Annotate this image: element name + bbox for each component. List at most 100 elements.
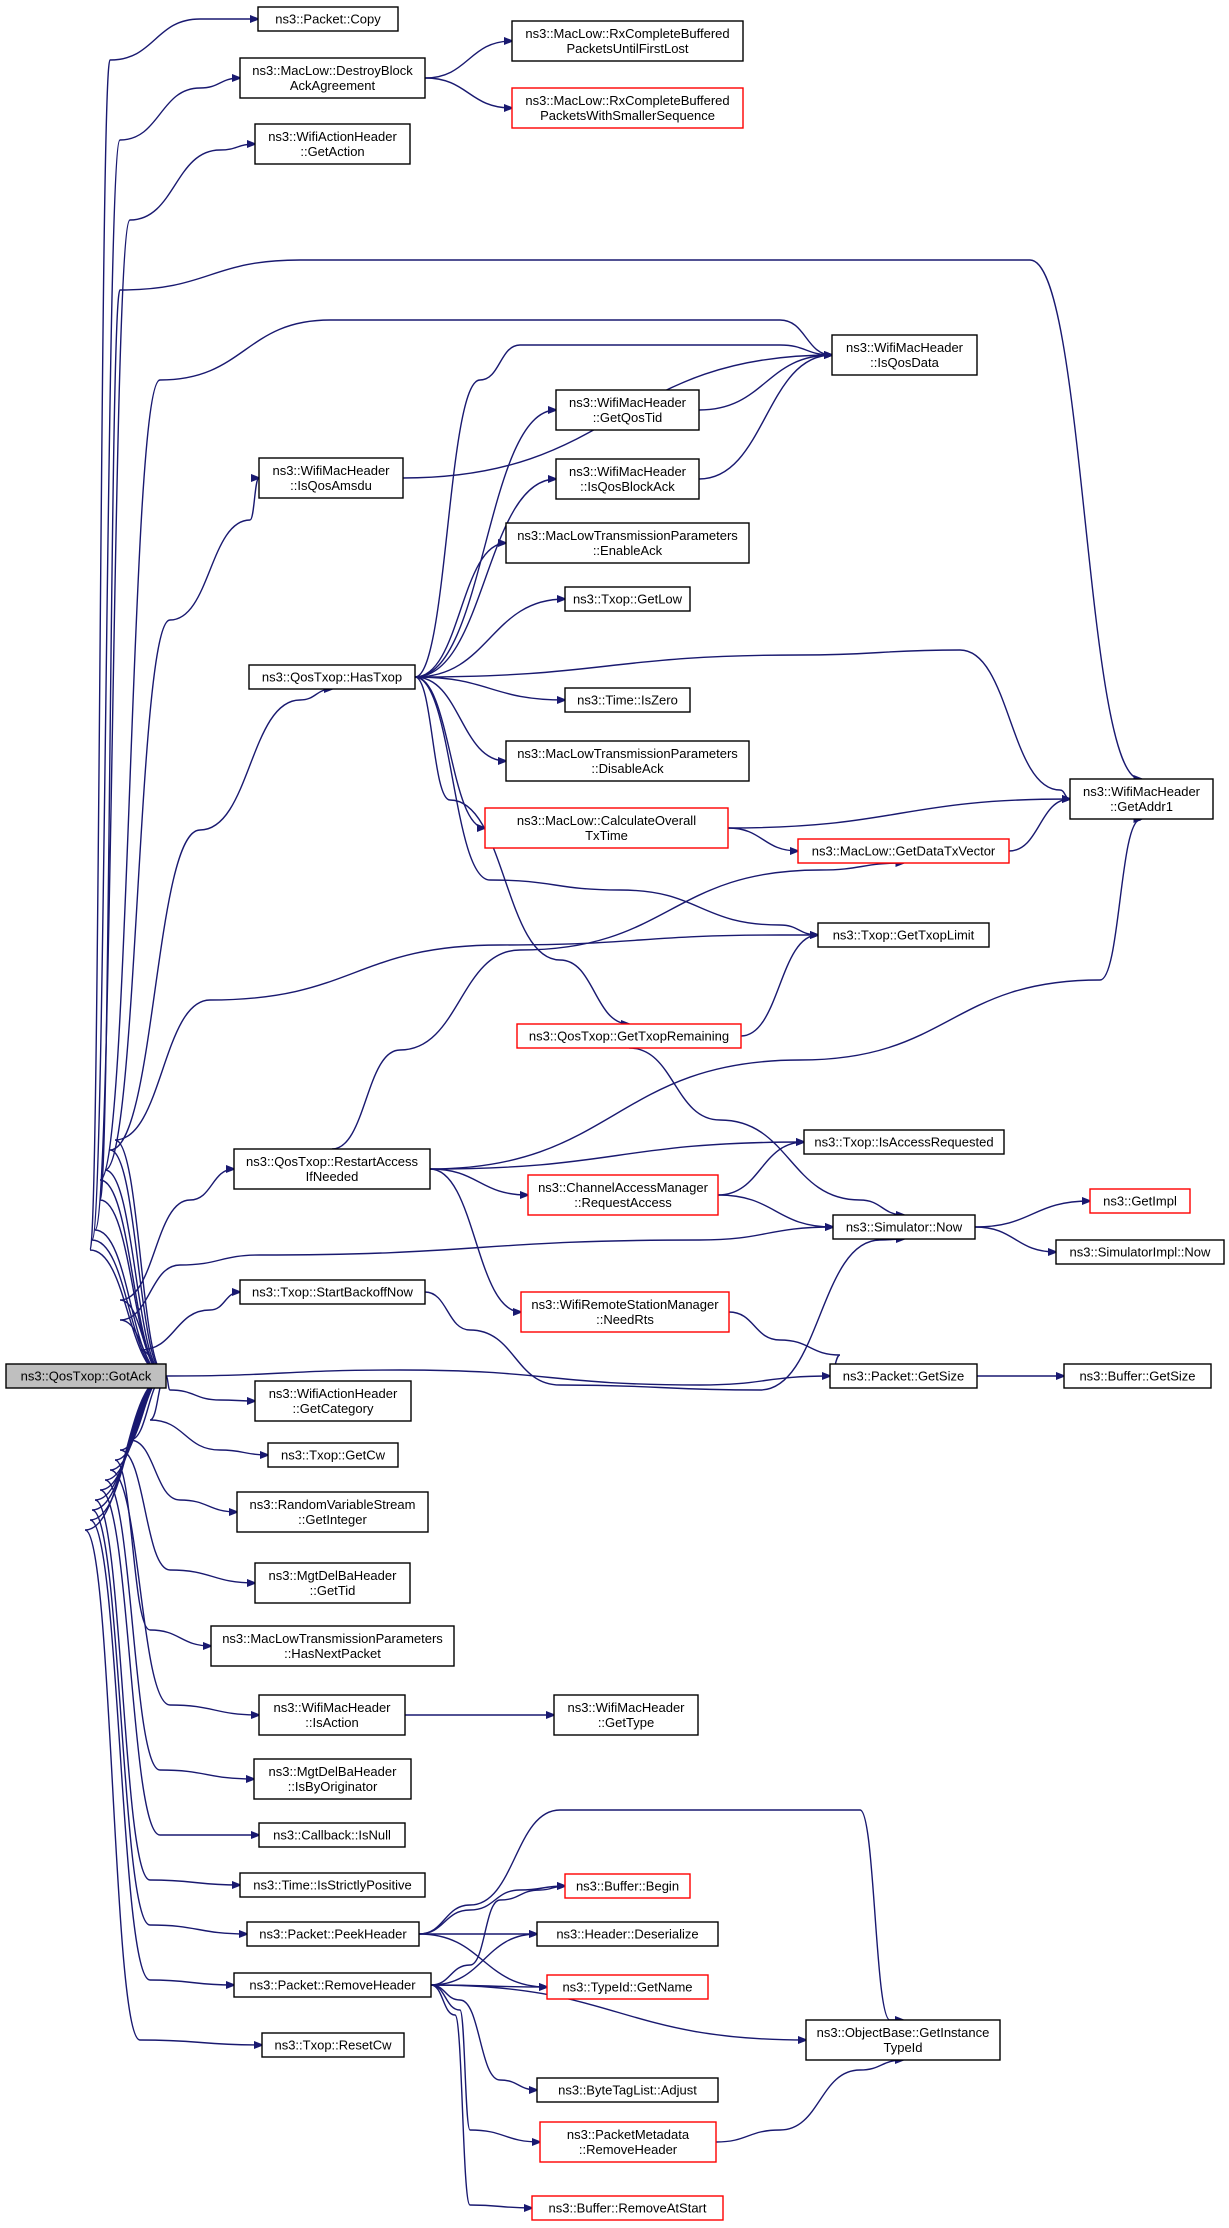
node-label: ns3::MacLow::GetDataTxVector: [812, 844, 996, 859]
node-getcategory[interactable]: ns3::WifiActionHeader::GetCategory: [254, 1380, 412, 1422]
edge-removeheader-to-bufferbegin: [430, 1886, 565, 1986]
node-label: ns3::MacLowTransmissionParameters: [517, 528, 738, 543]
node-box: [564, 1873, 691, 1899]
node-isbyoriginator[interactable]: ns3::MgtDelBaHeader::IsByOriginator: [253, 1758, 412, 1800]
node-iszero[interactable]: ns3::Time::IsZero: [564, 687, 691, 713]
node-bufferbegin[interactable]: ns3::Buffer::Begin: [564, 1873, 691, 1899]
node-label: ns3::WifiActionHeader: [268, 129, 397, 144]
node-isqosdata[interactable]: ns3::WifiMacHeader::IsQosData: [831, 334, 978, 376]
node-enableack[interactable]: ns3::MacLowTransmissionParameters::Enabl…: [505, 522, 750, 564]
node-getdatatxvector[interactable]: ns3::MacLow::GetDataTxVector: [797, 838, 1010, 864]
node-box: [239, 57, 426, 99]
node-getlow[interactable]: ns3::Txop::GetLow: [564, 586, 691, 612]
node-label: TypeId: [883, 2040, 922, 2055]
node-isstrictlypositive[interactable]: ns3::Time::IsStrictlyPositive: [239, 1872, 426, 1898]
node-copy[interactable]: ns3::Packet::Copy: [257, 6, 399, 32]
node-gettxoplimit[interactable]: ns3::Txop::GetTxopLimit: [817, 922, 990, 948]
node-deserialize[interactable]: ns3::Header::Deserialize: [536, 1921, 719, 1947]
edge-needrts-to-getsize: [728, 1311, 841, 1376]
node-isaction[interactable]: ns3::WifiMacHeader::IsAction: [258, 1694, 406, 1736]
edge-getdatatxvector-to-getaddr1: [1008, 799, 1070, 852]
node-removeheader[interactable]: ns3::Packet::RemoveHeader: [233, 1972, 432, 1998]
node-hasnextpacket[interactable]: ns3::MacLowTransmissionParameters::HasNe…: [210, 1625, 455, 1667]
node-label: ns3::Txop::StartBackoffNow: [252, 1285, 413, 1300]
node-rxfirstlost[interactable]: ns3::MacLow::RxCompleteBufferedPacketsUn…: [511, 20, 744, 62]
node-label: ns3::Packet::RemoveHeader: [249, 1978, 416, 1993]
node-adjust[interactable]: ns3::ByteTagList::Adjust: [536, 2077, 719, 2103]
node-box: [505, 740, 750, 782]
node-label: ns3::MgtDelBaHeader: [269, 1764, 398, 1779]
node-isnull[interactable]: ns3::Callback::IsNull: [258, 1822, 406, 1848]
node-label: ::IsAction: [305, 1715, 358, 1730]
node-startbackoff[interactable]: ns3::Txop::StartBackoffNow: [239, 1279, 426, 1305]
node-box: [805, 2019, 1001, 2061]
node-gettype[interactable]: ns3::WifiMacHeader::GetType: [553, 1694, 699, 1736]
node-label: ns3::MacLowTransmissionParameters: [222, 1631, 443, 1646]
node-simnow[interactable]: ns3::Simulator::Now: [832, 1214, 976, 1240]
edge-gotack-to-isbyoriginator: [104, 1375, 254, 1779]
edge-hastxop-to-getaddr1: [414, 649, 1070, 799]
node-isqosamsdu[interactable]: ns3::WifiMacHeader::IsQosAmsdu: [258, 457, 404, 499]
node-disableack[interactable]: ns3::MacLowTransmissionParameters::Disab…: [505, 740, 750, 782]
node-label: ::GetInteger: [298, 1512, 367, 1527]
node-box: [253, 1758, 412, 1800]
node-label: ns3::MgtDelBaHeader: [269, 1568, 398, 1583]
edge-gotack-to-getinteger: [129, 1375, 237, 1512]
edge-gettxopremaining-to-simnow: [628, 1047, 904, 1215]
node-pmremoveheader[interactable]: ns3::PacketMetadata::RemoveHeader: [539, 2121, 717, 2163]
node-box: [817, 922, 990, 948]
node-buffergetsize[interactable]: ns3::Buffer::GetSize: [1063, 1363, 1212, 1389]
node-getaction[interactable]: ns3::WifiActionHeader::GetAction: [254, 123, 411, 165]
edge-simnow-to-getimpl: [974, 1201, 1090, 1228]
edge-hastxop-to-enableack: [414, 543, 506, 678]
node-isaccessrequested[interactable]: ns3::Txop::IsAccessRequested: [803, 1129, 1005, 1155]
node-gotack[interactable]: ns3::QosTxop::GotAck: [5, 1363, 167, 1389]
node-label: ::GetAction: [300, 144, 364, 159]
node-getcw[interactable]: ns3::Txop::GetCw: [267, 1442, 399, 1468]
node-box: [233, 1148, 431, 1190]
node-box: [553, 1694, 699, 1736]
node-typeidgetname[interactable]: ns3::TypeId::GetName: [546, 1974, 709, 2000]
node-label: ::EnableAck: [593, 543, 663, 558]
node-label: ::HasNextPacket: [284, 1646, 381, 1661]
node-box: [511, 87, 744, 129]
node-label: ns3::MacLow::RxCompleteBuffered: [525, 93, 729, 108]
node-gettxopremaining[interactable]: ns3::QosTxop::GetTxopRemaining: [516, 1023, 742, 1049]
node-gettid[interactable]: ns3::MgtDelBaHeader::GetTid: [254, 1562, 411, 1604]
edge-gotack-to-simnow: [119, 1227, 833, 1377]
edge-removeheader-to-pmremoveheader: [430, 1984, 540, 2142]
node-getqostid[interactable]: ns3::WifiMacHeader::GetQosTid: [555, 389, 700, 431]
node-isqosblockack[interactable]: ns3::WifiMacHeader::IsQosBlockAck: [555, 458, 700, 500]
node-getimpl[interactable]: ns3::GetImpl: [1089, 1188, 1191, 1214]
node-label: ns3::ObjectBase::GetInstance: [817, 2025, 990, 2040]
node-rxsmaller[interactable]: ns3::MacLow::RxCompleteBufferedPacketsWi…: [511, 87, 744, 129]
node-peekheader[interactable]: ns3::Packet::PeekHeader: [246, 1921, 420, 1947]
node-hastxop[interactable]: ns3::QosTxop::HasTxop: [248, 664, 416, 690]
edge-removeheader-to-removeatstart: [430, 1984, 532, 2208]
node-requestaccess[interactable]: ns3::ChannelAccessManager::RequestAccess: [527, 1174, 719, 1216]
node-getinteger[interactable]: ns3::RandomVariableStream::GetInteger: [236, 1491, 429, 1533]
node-box: [258, 1822, 406, 1848]
node-label: ns3::ByteTagList::Adjust: [558, 2083, 697, 2098]
node-removeatstart[interactable]: ns3::Buffer::RemoveAtStart: [531, 2195, 724, 2221]
edge-restartaccess-to-getdatatxvector: [331, 863, 904, 1150]
node-resetcw[interactable]: ns3::Txop::ResetCw: [261, 2032, 405, 2058]
node-simimplnow[interactable]: ns3::SimulatorImpl::Now: [1055, 1239, 1225, 1265]
node-label: ns3::Txop::IsAccessRequested: [814, 1135, 993, 1150]
node-box: [1063, 1363, 1212, 1389]
edge-gotack-to-isnull: [99, 1375, 259, 1835]
node-getaddr1[interactable]: ns3::WifiMacHeader::GetAddr1: [1069, 778, 1214, 820]
node-label: ns3::Time::IsZero: [577, 693, 678, 708]
node-needrts[interactable]: ns3::WifiRemoteStationManager::NeedRts: [520, 1291, 730, 1333]
node-box: [254, 1380, 412, 1422]
node-getsize[interactable]: ns3::Packet::GetSize: [829, 1363, 978, 1389]
node-label: PacketsWithSmallerSequence: [540, 108, 715, 123]
nodes-layer: ns3::QosTxop::GotAck ns3::Packet::Copyns3…: [5, 6, 1225, 2221]
node-box: [248, 664, 416, 690]
edge-gotack-to-destroyba: [91, 78, 240, 1377]
